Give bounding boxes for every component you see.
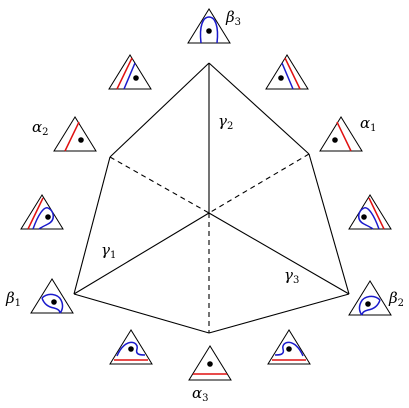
hidden-edge-right [208,153,310,214]
label-gamma2: γ2 [218,112,233,132]
triangle-alpha2-icon [53,116,97,152]
triangle-top-left-icon [108,54,152,90]
edge-left [73,156,111,295]
hidden-edge-left [109,156,210,214]
edge-right [308,153,350,295]
triangle-beta1-icon [30,278,74,314]
edge-top-left [109,62,210,158]
triangle-bottom-right-icon [267,329,311,365]
edge-center-left [73,212,210,295]
triangle-alpha1-icon [319,116,363,152]
edge-bottom-right [208,293,350,334]
label-gamma3: γ3 [284,266,299,286]
label-alpha1: α1 [360,114,377,134]
label-alpha2: α2 [32,118,49,138]
triangle-right-middle-icon [348,194,392,230]
label-alpha3: α3 [192,384,209,404]
triangle-bottom-left-icon [109,329,153,365]
polytope [73,62,350,334]
triangle-alpha3-icon [188,345,232,381]
triangle-top-right-icon [265,54,309,90]
triangle-left-middle-icon [20,194,64,230]
label-beta1: β1 [5,289,21,309]
edge-top-right [208,62,310,155]
edge-center-right [208,212,350,295]
label-gamma1: γ1 [101,241,116,261]
label-beta3: β3 [225,8,241,28]
triangle-beta2-icon [348,280,392,316]
triangle-beta3-icon [187,8,231,44]
edge-bottom-left [73,293,210,334]
label-beta2: β2 [388,289,404,309]
